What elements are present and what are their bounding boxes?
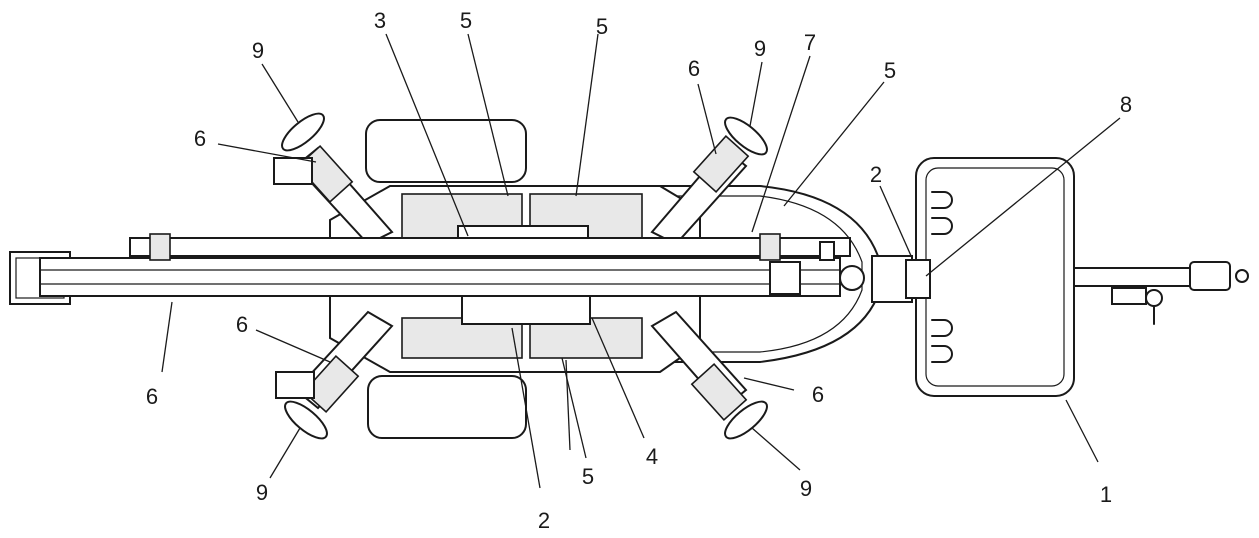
callout-1: 1	[1100, 482, 1112, 507]
callout-6-boom: 6	[146, 384, 158, 409]
callout-9-upper-left: 9	[252, 38, 264, 63]
callout-5-top-left: 5	[460, 8, 472, 33]
callout-8: 8	[1120, 92, 1132, 117]
platform-rotator	[839, 255, 931, 303]
callout-9-lower-left: 9	[256, 480, 268, 505]
outrigger-rear-left	[275, 310, 394, 440]
wheels	[365, 119, 527, 439]
boom	[9, 233, 851, 305]
callout-6-lower-left: 6	[236, 312, 248, 337]
callout-2-rotator: 2	[870, 162, 882, 187]
callout-5-top-right: 5	[596, 14, 608, 39]
callouts: 1 2 2 3 4 5 5 5 5 5 6 6 6 6 6 7 8 9 9 9 …	[146, 8, 1132, 533]
callout-6-lower-right: 6	[812, 382, 824, 407]
callout-4: 4	[646, 444, 658, 469]
platform-basket	[915, 157, 1075, 397]
callout-5-fender: 5	[884, 58, 896, 83]
callout-5-bottom: 5	[582, 464, 594, 489]
callout-9-lower-right: 9	[800, 476, 812, 501]
callout-2-turntable: 2	[538, 508, 550, 533]
tow-bar	[1073, 261, 1249, 325]
leader-lines	[161, 33, 1121, 489]
callout-6-upper-right: 6	[688, 56, 700, 81]
callout-3: 3	[374, 8, 386, 33]
callout-7: 7	[804, 30, 816, 55]
callout-9-upper-right: 9	[754, 36, 766, 61]
callout-6-upper-left: 6	[194, 126, 206, 151]
